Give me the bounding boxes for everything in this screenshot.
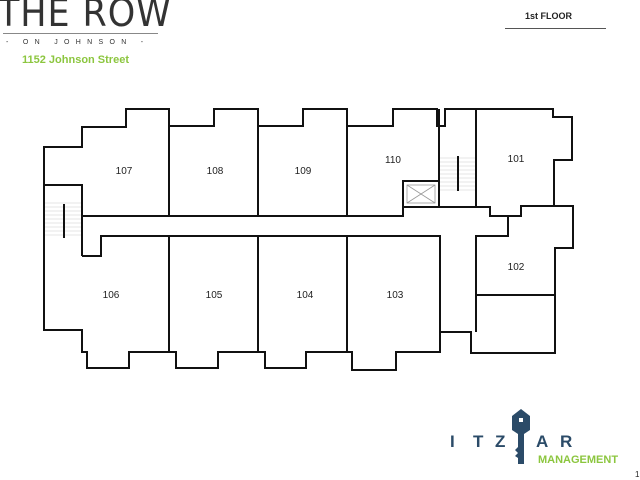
corridor-top-wall: [82, 205, 554, 217]
unit-105-label: 105: [206, 290, 223, 301]
exterior-wall: [43, 108, 574, 371]
building-title: THE ROW: [0, 0, 172, 35]
corridor-bottom-wall: [82, 235, 441, 332]
logo-letter: A: [536, 432, 549, 451]
logo-letter: R: [560, 432, 573, 451]
building-address: 1152 Johnson Street: [22, 54, 129, 66]
unit-104-label: 104: [297, 290, 314, 301]
logo-letter: T: [473, 432, 484, 451]
unit-110-label: 110: [385, 155, 401, 166]
key-icon: [512, 409, 530, 464]
unit-102-label: 102: [508, 262, 525, 273]
unit-109-label: 109: [295, 166, 312, 177]
unit-102-wall: [475, 216, 509, 332]
elevator-wall: [402, 180, 439, 207]
stair-left-wall: [44, 184, 83, 256]
logo-letter: Z: [495, 432, 506, 451]
unit-108-label: 108: [207, 166, 224, 177]
floor-divider: [505, 28, 606, 29]
unit-101-label: 101: [508, 154, 525, 165]
logo-tagline: MANAGEMENT: [538, 454, 619, 466]
unit-106-label: 106: [103, 290, 120, 301]
floor-label: 1st FLOOR: [525, 11, 573, 21]
itzar-management-logo: I T Z A R MANAGEMENT: [448, 408, 628, 468]
building-subtitle: - ON JOHNSON -: [6, 39, 150, 46]
unit-107-label: 107: [116, 166, 133, 177]
title-divider: [3, 33, 158, 34]
unit-103-label: 103: [387, 290, 404, 301]
page-number: 1: [635, 470, 640, 479]
elevator-icon: [406, 184, 436, 204]
stair-right-icon: [440, 156, 475, 191]
stair-left-icon: [45, 202, 81, 238]
logo-letter: I: [450, 432, 455, 451]
